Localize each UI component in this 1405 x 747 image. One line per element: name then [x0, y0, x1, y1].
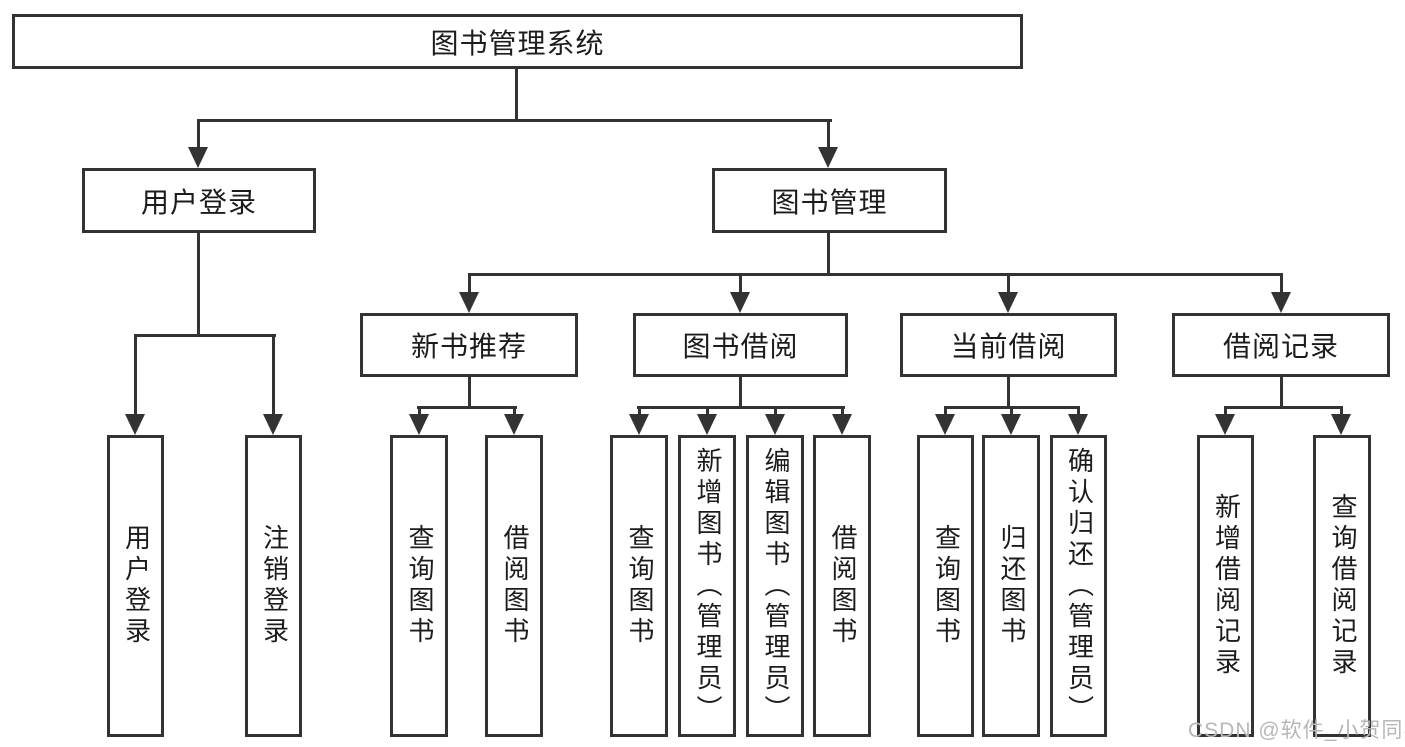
connector-g3-leaf2-drop — [706, 406, 709, 415]
arrowhead-book-borrow — [730, 292, 750, 313]
connector-g3-leaf4-drop — [841, 406, 844, 415]
arrowhead-g4-confirm-return — [1068, 414, 1088, 435]
leaf-query-books-current: 查询图书 — [917, 435, 974, 737]
connector-g4-leaf3-drop — [1077, 406, 1080, 415]
arrowhead-g4-return-book — [1001, 414, 1021, 435]
leaf-user-login: 用户登录 — [107, 435, 164, 737]
leaf-query-books-recommend: 查询图书 — [390, 435, 448, 737]
connector-borrow-records-drop — [1280, 273, 1283, 293]
connector-root-hline — [197, 119, 832, 122]
leaf-add-book-admin: 新增图书（管理员） — [678, 435, 736, 737]
leaf-query-borrow-record: 查询借阅记录 — [1313, 435, 1371, 737]
connector-book-borrow-stem — [739, 377, 742, 406]
leaf-user-login-label: 用户登录 — [121, 524, 152, 648]
connector-leaf-logout-drop — [272, 334, 275, 414]
node-book-borrow-label: 图书借阅 — [682, 331, 799, 362]
connector-g2-leaf2-drop — [513, 406, 516, 415]
connector-book-borrow-drop — [739, 273, 742, 293]
leaf-borrow-books: 借阅图书 — [813, 435, 871, 737]
node-user-login-label: 用户登录 — [140, 186, 257, 218]
connector-g5-leaf1-drop — [1224, 406, 1227, 415]
connector-new-book-hline — [417, 406, 517, 409]
leaf-return-book-label: 归还图书 — [996, 524, 1027, 648]
arrowhead-borrow-records — [1271, 292, 1291, 313]
node-book-management: 图书管理 — [712, 168, 947, 233]
leaf-add-book-admin-label: 新增图书（管理员） — [692, 446, 723, 726]
arrowhead-g3-borrow-books — [832, 414, 852, 435]
leaf-add-borrow-record-label: 新增借阅记录 — [1211, 493, 1242, 679]
node-book-borrow: 图书借阅 — [633, 313, 848, 377]
connector-book-borrow-hline — [637, 406, 845, 409]
leaf-borrow-books-recommend: 借阅图书 — [485, 435, 543, 737]
connector-current-borrow-drop — [1007, 273, 1010, 293]
node-borrow-records: 借阅记录 — [1172, 313, 1390, 377]
leaf-borrow-books-label: 借阅图书 — [827, 524, 858, 648]
connector-g2-leaf1-drop — [418, 406, 421, 415]
connector-current-borrow-stem — [1007, 377, 1010, 406]
leaf-edit-book-admin-label: 编辑图书（管理员） — [760, 446, 791, 726]
connector-borrow-records-hline — [1224, 406, 1343, 409]
arrowhead-g3-query-books — [629, 414, 649, 435]
leaf-query-books-current-label: 查询图书 — [931, 524, 962, 648]
connector-borrow-records-stem — [1280, 376, 1283, 408]
connector-g4-leaf1-drop — [944, 406, 947, 415]
connector-book-management-stem — [827, 233, 830, 276]
connector-g5-leaf2-drop — [1340, 406, 1343, 415]
leaf-return-book: 归还图书 — [982, 435, 1040, 737]
connector-user-login-stem — [197, 233, 200, 334]
connector-book-management-drop — [827, 119, 830, 147]
node-current-borrow-label: 当前借阅 — [950, 331, 1067, 362]
node-book-management-label: 图书管理 — [771, 186, 888, 218]
connector-new-book-stem — [468, 377, 471, 406]
leaf-confirm-return-admin: 确认归还（管理员） — [1050, 435, 1107, 737]
connector-book-management-hline — [468, 273, 1283, 276]
leaf-logout-label: 注销登录 — [259, 524, 290, 648]
leaf-borrow-books-recommend-label: 借阅图书 — [499, 524, 530, 648]
leaf-edit-book-admin: 编辑图书（管理员） — [746, 435, 804, 737]
arrowhead-g3-edit-book — [765, 414, 785, 435]
node-borrow-records-label: 借阅记录 — [1222, 331, 1339, 362]
node-root: 图书管理系统 — [12, 14, 1023, 69]
arrowhead-user-login — [188, 147, 208, 168]
node-root-label: 图书管理系统 — [430, 27, 605, 59]
connector-g3-leaf3-drop — [774, 406, 777, 415]
arrowhead-g2-borrow-books — [504, 414, 524, 435]
leaf-logout: 注销登录 — [245, 435, 302, 737]
node-user-login: 用户登录 — [82, 168, 316, 233]
leaf-confirm-return-admin-label: 确认归还（管理员） — [1064, 446, 1095, 726]
arrowhead-g5-add-record — [1215, 414, 1235, 435]
connector-root-stem — [515, 68, 518, 122]
arrowhead-g2-query-books — [409, 414, 429, 435]
arrowhead-leaf-user-login — [125, 414, 145, 435]
arrowhead-g3-add-book — [697, 414, 717, 435]
leaf-query-books-borrow: 查询图书 — [610, 435, 668, 737]
watermark: CSDN @软件_小贺同学 — [1188, 719, 1405, 742]
arrowhead-book-management — [818, 147, 838, 168]
arrowhead-current-borrow — [998, 292, 1018, 313]
node-new-book-recommend: 新书推荐 — [360, 313, 578, 377]
arrowhead-g5-query-record — [1331, 414, 1351, 435]
node-current-borrow: 当前借阅 — [900, 313, 1117, 377]
connector-user-login-hline — [134, 334, 276, 337]
arrowhead-leaf-logout — [263, 414, 283, 435]
connector-g3-leaf1-drop — [638, 406, 641, 415]
leaf-add-borrow-record: 新增借阅记录 — [1197, 435, 1254, 737]
arrowhead-g4-query-books — [935, 414, 955, 435]
connector-user-login-drop — [197, 119, 200, 147]
leaf-query-books-recommend-label: 查询图书 — [404, 524, 435, 648]
connector-leaf-user-login-drop — [134, 334, 137, 414]
connector-g4-leaf2-drop — [1010, 406, 1013, 415]
leaf-query-borrow-record-label: 查询借阅记录 — [1327, 493, 1358, 679]
node-new-book-recommend-label: 新书推荐 — [410, 331, 527, 362]
leaf-query-books-borrow-label: 查询图书 — [624, 524, 655, 648]
connector-new-book-drop — [468, 273, 471, 293]
arrowhead-new-book-recommend — [459, 292, 479, 313]
